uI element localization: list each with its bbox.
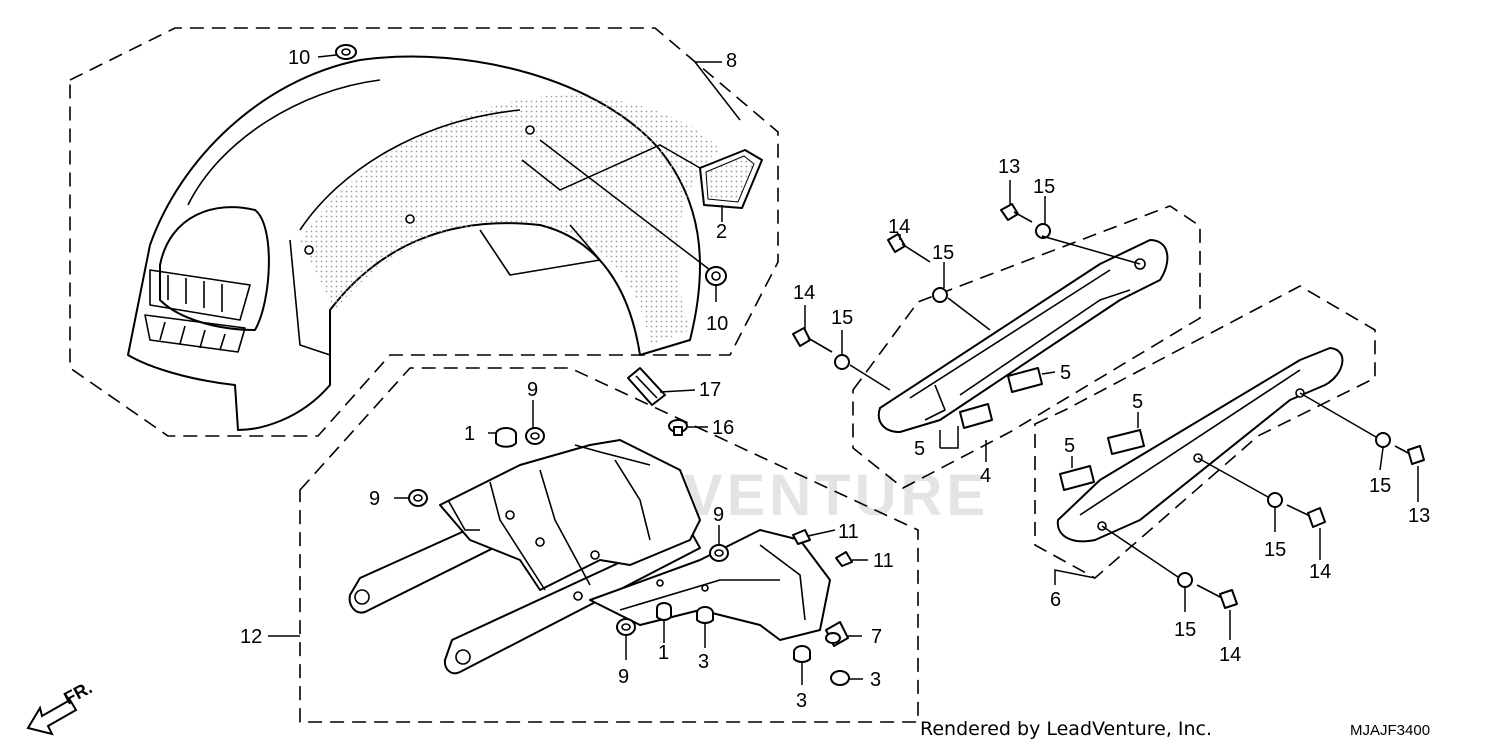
label-part-9-left: 9: [369, 488, 380, 510]
label-part-15-mid: 15: [932, 242, 954, 264]
label-part-14-lower-mid: 14: [1309, 561, 1331, 583]
washer-10-top: [335, 44, 357, 60]
bolt-13-upper: [1000, 203, 1033, 223]
nut-9-right: [709, 544, 729, 562]
label-part-15-upper: 15: [1033, 176, 1055, 198]
grommet-16: [668, 419, 688, 436]
clip-17: [627, 367, 666, 406]
washer-15-upper: [1035, 223, 1051, 239]
label-part-11-bottom: 11: [873, 550, 894, 572]
label-part-9-bottom: 9: [618, 666, 629, 688]
washer-15-right: [1375, 432, 1391, 448]
label-part-1-bottom: 1: [658, 642, 669, 664]
label-part-16: 16: [712, 417, 734, 439]
bolt-13-right: [1394, 445, 1425, 465]
label-part-3-right: 3: [870, 669, 881, 691]
clip-11-top: [792, 529, 811, 545]
collar-7: [825, 621, 849, 647]
label-part-13-upper: 13: [998, 156, 1020, 178]
label-part-14-left: 14: [793, 282, 815, 304]
label-part-5-right-bottom: 5: [914, 438, 925, 460]
cushion-5-left-top: [1107, 429, 1145, 455]
right-side-cover: [877, 239, 1169, 433]
grommet-3-left: [696, 606, 714, 624]
bolt-14-lower-mid: [1286, 504, 1326, 528]
label-part-3-center: 3: [796, 690, 807, 712]
washer-10-right: [705, 266, 727, 286]
cap-1-top: [495, 427, 517, 448]
right-cover-group-outline: [852, 205, 1201, 489]
washer-15-left: [834, 354, 850, 370]
rear-fender: [127, 55, 720, 431]
label-part-5-left-top: 5: [1132, 391, 1143, 413]
label-part-15-right: 15: [1369, 475, 1391, 497]
fender-dot-shading: [300, 95, 720, 345]
cap-1-bottom: [656, 602, 672, 621]
tail-light-fins: [144, 269, 251, 353]
label-part-4: 4: [980, 465, 991, 487]
label-part-15-lower-mid: 15: [1264, 539, 1286, 561]
label-part-11-top: 11: [838, 521, 859, 543]
label-part-15-bottom: 15: [1174, 619, 1196, 641]
front-direction-arrow-icon: FR.: [26, 677, 95, 736]
rendered-by-credit: Rendered by LeadVenture, Inc.: [920, 718, 1213, 740]
label-part-10-right: 10: [706, 313, 728, 335]
reflector: [699, 149, 763, 209]
label-part-7: 7: [871, 626, 882, 648]
washer-15-lower-mid: [1267, 492, 1283, 508]
label-part-17: 17: [699, 379, 721, 401]
label-part-13-right: 13: [1408, 505, 1430, 527]
label-part-1-top: 1: [464, 423, 475, 445]
bolt-14-bottom: [1196, 584, 1238, 609]
bolt-14-left: [792, 327, 833, 353]
bolt-14-upper: [887, 233, 931, 263]
label-part-5-right-top: 5: [1060, 362, 1071, 384]
label-part-14-upper: 14: [888, 216, 910, 238]
grommet-3-right: [830, 670, 850, 686]
nut-9-top: [525, 427, 545, 445]
left-cover-group-outline: [1034, 285, 1376, 579]
diagram-code: MJAJF3400: [1350, 722, 1431, 739]
fender-group-outline: [69, 27, 779, 437]
label-part-10-top: 10: [288, 47, 310, 69]
label-part-3-left: 3: [698, 651, 709, 673]
label-part-15-left: 15: [831, 307, 853, 329]
cushion-5-left-bottom: [1059, 465, 1095, 491]
label-part-14-bottom: 14: [1219, 644, 1241, 666]
label-part-9-right: 9: [713, 504, 724, 526]
label-part-9-top: 9: [527, 379, 538, 401]
grommet-3-center: [793, 645, 811, 663]
washer-15-mid: [932, 287, 948, 303]
label-part-8: 8: [726, 50, 737, 72]
leader-lines: [268, 54, 1419, 685]
cushion-5-right-bottom: [959, 403, 993, 429]
nut-9-left: [408, 489, 428, 507]
nut-9-bottom: [616, 618, 636, 636]
rear-frame: [348, 439, 831, 675]
clip-11-bottom: [835, 551, 853, 567]
label-part-6: 6: [1050, 589, 1061, 611]
label-part-12: 12: [240, 626, 262, 648]
frame-group-outline: [299, 367, 919, 723]
washer-15-bottom: [1177, 572, 1193, 588]
cushion-5-right-top: [1007, 367, 1043, 393]
label-part-5-left-bottom: 5: [1064, 435, 1075, 457]
label-part-2: 2: [716, 221, 727, 243]
